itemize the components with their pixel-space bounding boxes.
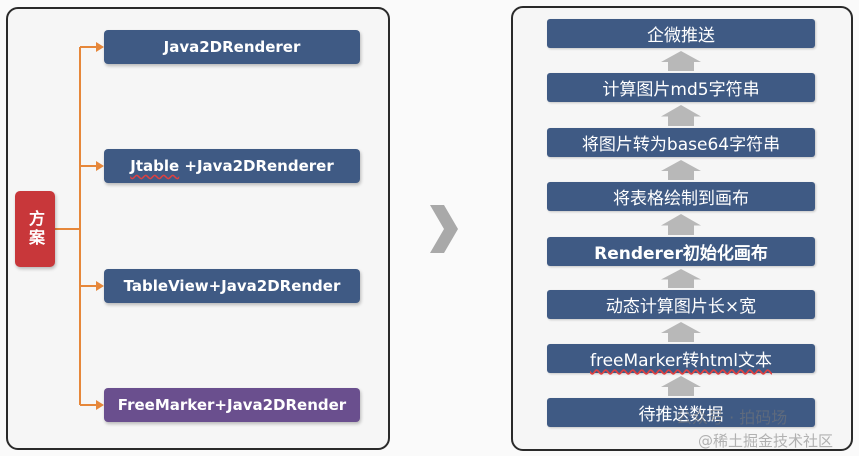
- up-arrow-icon: [661, 376, 701, 396]
- step-label: 动态计算图片长×宽: [605, 297, 757, 317]
- branch-label: Java2DRenderer: [163, 38, 301, 56]
- up-arrow-icon: [661, 51, 701, 71]
- step-label: 待推送数据: [638, 405, 724, 425]
- step-label: freeMarker转html文本: [589, 351, 772, 371]
- root-node: 方案: [15, 191, 55, 267]
- up-arrow-icon: [661, 269, 701, 288]
- branch-arrowhead-icon: [96, 161, 104, 171]
- step-box-4: 将表格绘制到画布: [547, 182, 815, 211]
- step-label: 将图片转为base64字符串: [581, 135, 781, 155]
- step-label: 计算图片md5字符串: [602, 80, 760, 100]
- center-arrow: [430, 205, 458, 253]
- step-label: 企微推送: [647, 26, 715, 46]
- branch-arrowhead-icon: [96, 281, 104, 291]
- branch-label: +Java2DRenderer: [179, 157, 334, 175]
- branch-label: FreeMarker+Java2DRender: [117, 396, 347, 414]
- branch-label-underlined: Jtable: [130, 157, 180, 175]
- up-arrow-icon: [661, 322, 701, 342]
- up-arrow-icon: [661, 105, 701, 126]
- step-label: 将表格绘制到画布: [613, 189, 749, 209]
- watermark-line1: 公众号 · 拍码场: [676, 408, 788, 427]
- branch-box-3: TableView+Java2DRender: [104, 269, 360, 303]
- step-box-5: Renderer初始化画布: [547, 237, 815, 266]
- branch-arrowhead-icon: [96, 42, 104, 52]
- branch-box-1: Java2DRenderer: [104, 30, 360, 64]
- branch-box-4: FreeMarker+Java2DRender: [104, 388, 360, 422]
- watermark-line2: @稀土掘金技术社区: [698, 432, 834, 450]
- step-box-6: 动态计算图片长×宽: [547, 290, 815, 319]
- right-chevron-arrow-icon: [430, 205, 458, 253]
- branch-label: TableView+Java2DRender: [123, 277, 341, 295]
- up-arrows: [661, 51, 701, 396]
- step-box-2: 计算图片md5字符串: [547, 73, 815, 102]
- step-box-3: 将图片转为base64字符串: [547, 128, 815, 157]
- left-connectors: [55, 42, 104, 410]
- branch-box-2: Jtable +Java2DRenderer: [104, 149, 360, 183]
- branch-arrowhead-icon: [96, 400, 104, 410]
- step-box-8: 待推送数据: [547, 398, 815, 427]
- step-label: Renderer初始化画布: [594, 244, 768, 264]
- step-box-7: freeMarker转html文本: [547, 344, 815, 373]
- up-arrow-icon: [661, 214, 701, 235]
- up-arrow-icon: [661, 160, 701, 180]
- step-box-1: 企微推送: [547, 19, 815, 48]
